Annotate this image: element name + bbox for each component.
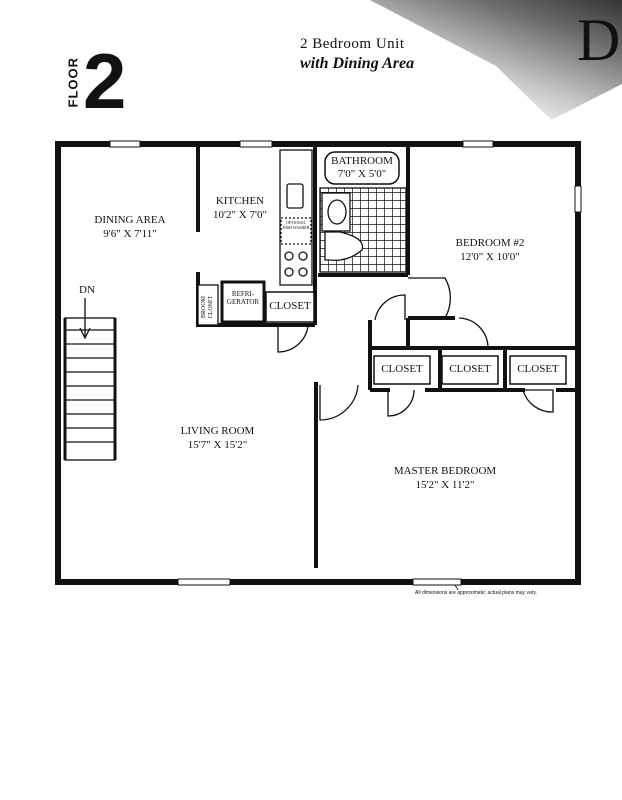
bathroom-fixtures — [319, 187, 407, 273]
floor-number: 2 — [83, 37, 127, 125]
living-room-label: LIVING ROOM 15'7" X 15'2" — [180, 425, 255, 451]
unit-subtitle: with Dining Area — [300, 55, 415, 72]
corner-letter: D — [577, 7, 621, 73]
bathroom-label: BATHROOM 7'0" X 5'0" — [331, 155, 393, 180]
disclaimer: All dimensions are approximate; actual p… — [415, 590, 537, 596]
dining-area-label: DINING AREA 9'6" X 7'11" — [94, 214, 166, 240]
outer-walls — [55, 141, 581, 585]
dishwasher-label: OPTIONAL DISH WASHER — [282, 220, 310, 230]
kitchen-label: KITCHEN 10'2" X 7'0" — [213, 195, 267, 221]
refrigerator-label: REFRI-GERATOR — [226, 290, 260, 306]
master-bedroom-label: MASTER BEDROOM 15'2" X 11'2" — [393, 465, 497, 491]
bedroom-2-label: BEDROOM #2 12'0" X 10'0" — [455, 237, 525, 263]
stairs-down-label: DN — [79, 284, 95, 296]
closet-3-label: CLOSET — [517, 363, 559, 375]
door-swings — [277, 277, 554, 421]
unit-title: 2 Bedroom Unit — [300, 36, 405, 52]
stairs — [63, 298, 117, 461]
interior-walls — [196, 147, 578, 568]
kitchen-fixtures — [197, 149, 313, 326]
closet-1-label: CLOSET — [381, 363, 423, 375]
closet-boxes — [265, 291, 567, 385]
kitchen-closet-label: CLOSET — [269, 300, 311, 312]
broom-closet-label: BROOM CLOSET — [201, 295, 214, 319]
bathroom-label-box — [324, 151, 400, 185]
disclaimer-tick — [454, 584, 459, 591]
windows — [109, 140, 582, 586]
closet-2-label: CLOSET — [449, 363, 491, 375]
